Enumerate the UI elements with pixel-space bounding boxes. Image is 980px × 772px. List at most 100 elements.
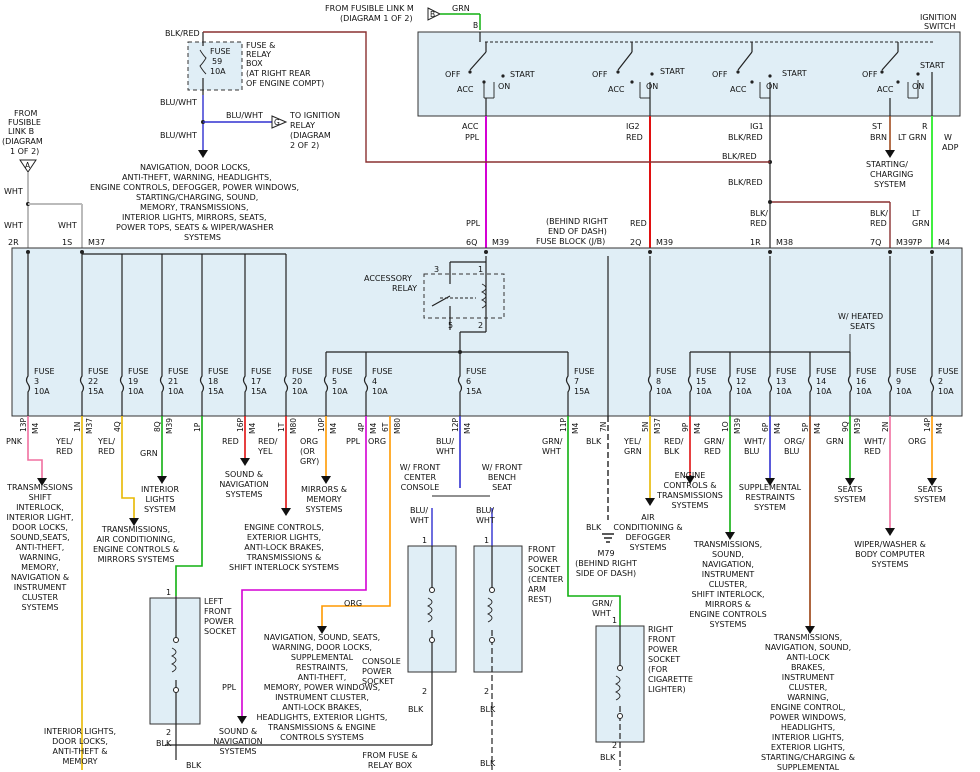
wire-color-label: PPL <box>222 683 237 692</box>
bottom-pin-number: 10P <box>317 417 326 432</box>
bottom-pin-connector: M4 <box>571 423 580 434</box>
left-front-socket-label: FRONT <box>204 607 231 616</box>
svg-text:A: A <box>25 161 31 170</box>
bottom-pin-connector: M4 <box>463 423 472 434</box>
ac-defogger-label: DEFOGGER <box>625 533 671 542</box>
svg-text:LINK B: LINK B <box>8 127 34 136</box>
trans-shift-interlock-label: MEMORY, <box>21 563 59 572</box>
bottom-pin-number: 14P <box>923 417 932 432</box>
wire-color-label: ORG <box>300 437 318 446</box>
center-arm-rest-socket-label: (CENTER <box>528 575 564 584</box>
top-pin-terminal <box>888 250 892 254</box>
fuse-amperage: 15A <box>574 387 590 396</box>
sound-navigation-label: SOUND & <box>219 727 257 736</box>
switch-section-1: OFF ACC ON START <box>445 42 535 116</box>
svg-text:POWER TOPS, SEATS & WIPER/WASH: POWER TOPS, SEATS & WIPER/WASHER <box>116 223 274 232</box>
wire-color-label: BLK <box>186 761 202 770</box>
fuse-number: 18 <box>208 377 218 386</box>
trans-sound-label: SOUND, <box>712 550 744 559</box>
svg-text:SWITCH: SWITCH <box>924 22 955 31</box>
svg-text:(DIAGRAM 1 OF 2): (DIAGRAM 1 OF 2) <box>340 14 413 23</box>
engine-transmissions-label: CONTROLS & <box>664 481 717 490</box>
pin-number: 2 <box>422 687 427 696</box>
fuse-amperage: 10A <box>292 387 308 396</box>
supplemental-restraints-label: SUPPLEMENTAL <box>739 483 802 492</box>
supplemental-restraints-label: SYSTEM <box>754 503 786 512</box>
interior-lights-door-locks-label: INTERIOR LIGHTS, <box>44 727 116 736</box>
fuse-icon <box>847 372 853 416</box>
svg-text:INTERIOR LIGHTS, MIRRORS, SEAT: INTERIOR LIGHTS, MIRRORS, SEATS, <box>122 213 267 222</box>
navigation-sound-seats-label: ANTI-THEFT, <box>298 673 347 682</box>
wire-color-label: RED/ <box>664 437 684 446</box>
wire-color-label: YEL/ <box>55 437 73 446</box>
svg-text:1 OF 2): 1 OF 2) <box>10 147 39 156</box>
starting-charging-label: STARTING/ <box>866 160 908 169</box>
trans-shift-interlock-label: SYSTEMS <box>22 603 59 612</box>
svg-text:PPL: PPL <box>465 133 480 142</box>
top-pin-wire-label: BLK/ <box>750 209 768 218</box>
fuse-icon <box>647 372 653 416</box>
bottom-pin-connector: M37 <box>85 418 94 434</box>
switch-section-4: OFF ACC ON START <box>862 42 945 116</box>
fuse-amperage: 10A <box>856 387 872 396</box>
fuse-icon <box>457 372 463 416</box>
connector-b-icon <box>427 7 442 21</box>
engine-controls-exterior-label: TRANSMISSIONS & <box>246 553 322 562</box>
engine-transmissions-label: SYSTEMS <box>672 501 709 510</box>
fuse-number: 21 <box>168 377 178 386</box>
fuse-number: 20 <box>292 377 302 386</box>
fuse-icon <box>727 372 733 416</box>
svg-text:BLK/RED: BLK/RED <box>722 152 757 161</box>
top-pin-wire-label: LT <box>912 209 920 218</box>
trans-navigation-label: EXTERIOR LIGHTS, <box>771 743 845 752</box>
svg-text:FUSE BLOCK (J/B): FUSE BLOCK (J/B) <box>536 237 605 246</box>
bottom-pin-connector: M39 <box>733 418 742 434</box>
fuse-label: FUSE <box>856 367 877 376</box>
ground-m79-label: M79 <box>597 549 614 558</box>
engine-controls-exterior-label: ANTI-LOCK BRAKES, <box>244 543 324 552</box>
fuse-icon <box>25 372 31 416</box>
svg-text:ON: ON <box>766 82 778 91</box>
fuse-amperage: 10A <box>776 387 792 396</box>
front-center-console-label: CENTER <box>404 473 437 482</box>
bottom-pin-connector: M4 <box>693 423 702 434</box>
svg-text:BLK/RED: BLK/RED <box>728 133 763 142</box>
bottom-pin-number: 6P <box>761 422 770 432</box>
trans-navigation-label: ANTI-LOCK <box>787 653 831 662</box>
ac-defogger-label: CONDITIONING & <box>613 523 682 532</box>
trans-navigation-label: INSTRUMENT <box>782 673 835 682</box>
interior-lights-door-locks-label: MEMORY <box>62 757 97 766</box>
front-bench-seat-label: BENCH <box>488 473 516 482</box>
fuse-label: FUSE <box>656 367 677 376</box>
heated-seats-label: W/ HEATED <box>838 312 883 321</box>
bottom-pin-number: 5N <box>641 422 650 432</box>
navigation-sound-seats-label: WARNING, DOOR LOCKS, <box>272 643 372 652</box>
fuse-amperage: 10A <box>332 387 348 396</box>
supplemental-restraints-label: RESTRAINTS <box>745 493 795 502</box>
svg-text:BRN: BRN <box>870 133 887 142</box>
fuse-icon <box>687 372 693 416</box>
fuse-icon <box>199 372 205 416</box>
seats-system-label: SEATS <box>838 485 863 494</box>
console-socket-label: CONSOLE <box>362 657 401 666</box>
left-front-socket-label: LEFT <box>204 597 223 606</box>
bottom-pin-connector: M37 <box>653 418 662 434</box>
svg-text:FUSIBLE: FUSIBLE <box>8 118 41 127</box>
seats-system-label: SYSTEM <box>834 495 866 504</box>
top-pin-wire-label: PPL <box>466 219 481 228</box>
svg-text:OFF: OFF <box>862 70 878 79</box>
trans-shift-interlock-label: INTERIOR LIGHT, <box>6 513 73 522</box>
ac-defogger-label: SYSTEMS <box>630 543 667 552</box>
svg-text:START: START <box>920 61 945 70</box>
trans-shift-interlock-label: CLUSTER <box>22 593 59 602</box>
fuse-number: 19 <box>128 377 138 386</box>
wire-color-label: BLK <box>408 705 424 714</box>
trans-ac-engine-label: TRANSMISSIONS, <box>101 525 170 534</box>
top-pin-wire-label: GRN <box>912 219 930 228</box>
ignition-switch-title: IGNITION <box>920 13 956 22</box>
fuse-label: FUSE <box>168 367 189 376</box>
bottom-pin-number: 13P <box>19 417 28 432</box>
svg-text:FROM FUSIBLE LINK M: FROM FUSIBLE LINK M <box>325 4 414 13</box>
bottom-pin-number: 1O <box>721 421 730 432</box>
